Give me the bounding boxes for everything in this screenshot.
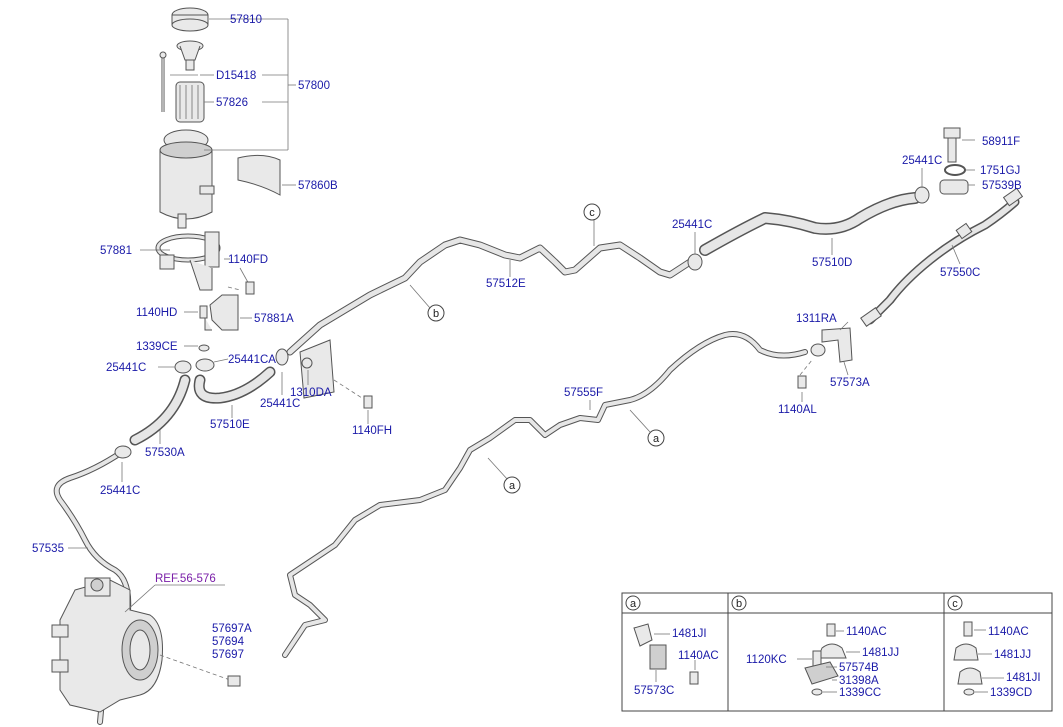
- label-1140HD: 1140HD: [136, 307, 177, 319]
- detail-b-57574B: 57574B: [839, 662, 879, 674]
- callout-circle-a-2: [503, 476, 521, 494]
- detail-header-b: b: [736, 598, 742, 610]
- label-strip-part: [237, 154, 296, 196]
- label-D15418: D15418: [216, 70, 256, 82]
- label-57697: 57697: [212, 649, 244, 661]
- reservoir-assembly: [159, 7, 296, 229]
- detail-b-1339CC: 1339CC: [839, 687, 881, 699]
- detail-b-31398A: 31398A: [839, 675, 879, 687]
- detail-c-1140AC: 1140AC: [988, 626, 1029, 638]
- callout-a-2: a: [509, 480, 516, 492]
- label-leaders: [68, 168, 961, 586]
- detail-a-parts: [633, 623, 699, 685]
- callout-circle-b: [427, 304, 445, 322]
- callout-circle-a-1: [647, 429, 665, 447]
- detail-table: a b c 1481JI 1140AC 57573C: [621, 592, 1053, 712]
- label-25441C-c: 25441C: [100, 485, 140, 497]
- steering-gear-box: [51, 577, 241, 713]
- bracket-57881A: [184, 286, 252, 352]
- tube-57512E: [286, 236, 694, 356]
- detail-c-1481JI: 1481JI: [1006, 672, 1041, 684]
- callout-circle-c: [583, 203, 601, 221]
- detail-b-1120KC: 1120KC: [746, 654, 787, 666]
- detail-c-1339CD: 1339CD: [990, 687, 1032, 699]
- label-1339CE: 1339CE: [136, 341, 178, 353]
- label-57573A: 57573A: [830, 377, 870, 389]
- detail-b-1481JJ: 1481JJ: [862, 647, 899, 659]
- label-57530A: 57530A: [145, 447, 185, 459]
- label-25441C-e: 25441C: [902, 155, 942, 167]
- label-57535: 57535: [32, 543, 64, 555]
- label-57512E: 57512E: [486, 278, 526, 290]
- reservoir-bracket: [140, 231, 255, 295]
- tube-57555F: [282, 331, 808, 658]
- detail-a-1140AC: 1140AC: [678, 650, 719, 662]
- bracket-57573A: [797, 321, 853, 389]
- label-57860B: 57860B: [298, 180, 338, 192]
- label-25441CA: 25441CA: [228, 354, 276, 366]
- label-1140AL: 1140AL: [778, 404, 817, 416]
- label-57881: 57881: [100, 245, 132, 257]
- detail-b-1140AC: 1140AC: [846, 626, 887, 638]
- detail-a-57573C: 57573C: [634, 685, 674, 697]
- hose-57530A: [129, 374, 191, 446]
- callout-c: c: [589, 207, 595, 219]
- label-1140FD: 1140FD: [228, 254, 268, 266]
- detail-header-c: c: [952, 598, 958, 610]
- label-57510E: 57510E: [210, 419, 250, 431]
- fittings-top-right: [939, 127, 975, 195]
- label-57555F: 57555F: [564, 387, 603, 399]
- label-1311RA: 1311RA: [796, 313, 837, 325]
- label-57550C: 57550C: [940, 267, 980, 279]
- label-57694: 57694: [212, 636, 245, 648]
- label-25441C-a: 25441C: [106, 362, 146, 374]
- hose-57510D: [699, 192, 921, 256]
- label-57881A: 57881A: [254, 313, 294, 325]
- detail-a-1481JI: 1481JI: [672, 628, 707, 640]
- callout-a-1: a: [653, 433, 660, 445]
- label-57510D: 57510D: [812, 257, 852, 269]
- callout-markers: c b a a: [409, 203, 665, 494]
- label-57697A: 57697A: [212, 623, 252, 635]
- label-57826: 57826: [216, 97, 248, 109]
- label-25441C-b: 25441C: [260, 398, 300, 410]
- label-57539B: 57539B: [982, 180, 1022, 192]
- detail-header-a: a: [630, 598, 637, 610]
- callout-b: b: [433, 308, 439, 320]
- label-25441C-d: 25441C: [672, 219, 712, 231]
- part-labels: 57810 D15418 57800 57826 57860B 57881 11…: [32, 14, 1022, 661]
- label-1751GJ: 1751GJ: [980, 165, 1020, 177]
- hose-57550C: [860, 187, 1024, 327]
- label-1310DA: 1310DA: [290, 387, 332, 399]
- hose-57510E: [193, 366, 276, 404]
- label-1140FH: 1140FH: [352, 425, 392, 437]
- detail-b-parts: [797, 623, 860, 696]
- label-58911F: 58911F: [982, 136, 1020, 148]
- bracket-1310DA: [299, 339, 373, 409]
- label-57810: 57810: [230, 14, 262, 26]
- label-ref-56-576: REF.56-576: [155, 573, 216, 585]
- label-57800: 57800: [298, 80, 330, 92]
- tube-57535: [53, 449, 132, 725]
- hose-clamps: [114, 186, 930, 459]
- detail-c-1481JJ: 1481JJ: [994, 649, 1031, 661]
- detail-c-parts: [953, 621, 1004, 696]
